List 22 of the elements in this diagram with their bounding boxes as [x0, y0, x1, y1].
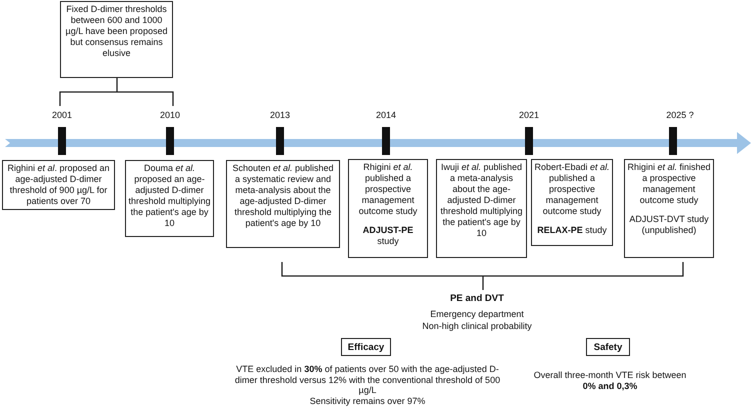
heading-box: Efficacy	[341, 338, 391, 356]
heading-box: Safety	[586, 338, 630, 356]
year-label: 2001	[50, 110, 74, 120]
event-box: Douma et al. proposed an age-adjusted D-dimer threshold multiplying the patient's age by 10	[125, 160, 214, 237]
heading-text: PE and DVT	[449, 293, 505, 304]
event-box: Robert-Ebadi et al. published a prospective management outcome study RELAX-PE study	[531, 159, 613, 246]
note-text: Overall three-month VTE risk between 0% and 0,3%	[532, 370, 688, 391]
note-text: VTE excluded in 30% of patients over 50 with the age-adjusted D-dimer threshold versus 12% with the conventional threshold of 500 µg/L	[234, 364, 502, 396]
year-label: 2025 ?	[665, 110, 695, 120]
year-label: 2010	[158, 110, 182, 120]
note-text: Sensitivity remains over 97%	[308, 396, 426, 406]
year-label: 2013	[268, 110, 292, 120]
event-box: Schouten et al. published a systematic review and meta-analysis about the age-adjusted D-dimer threshold multiplying the patient's age by 10	[226, 160, 340, 248]
event-box: Rhigini et al. finished a prospective management outcome study ADJUST-DVT study (unpublished)	[624, 159, 714, 258]
event-box: Righini et al. proposed an age-adjusted D-dimer threshold of 900 µg/L for patients over 70	[2, 160, 115, 210]
event-box: Rhigini et al. published a prospective management outcome study ADJUST-PE study	[348, 159, 428, 258]
year-label: 2014	[374, 110, 398, 120]
note-text: Non-high clinical probability	[421, 321, 533, 331]
event-box: Iwuji et al. published a meta-analysis about the age-adjusted D-dimer threshold multiplying the patient's age by 10	[436, 159, 527, 258]
note-text: Emergency department	[429, 309, 525, 319]
year-label: 2021	[518, 110, 540, 120]
event-box: Fixed D-dimer thresholds between 600 and 1000 µg/L have been proposed but consensus remains elusive	[60, 1, 173, 78]
